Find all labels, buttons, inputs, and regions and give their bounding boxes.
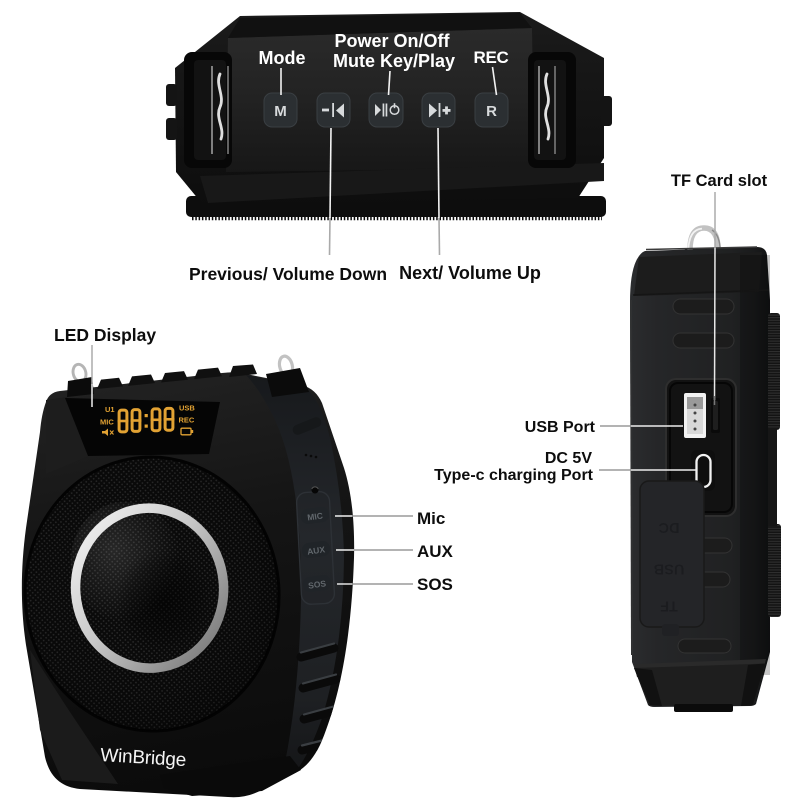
svg-text:Next/ Volume Up: Next/ Volume Up — [399, 263, 541, 283]
svg-text:MIC: MIC — [100, 418, 114, 427]
svg-text:R: R — [486, 103, 497, 120]
svg-text:Previous/ Volume Down: Previous/ Volume Down — [189, 264, 387, 284]
svg-text:Mute Key/Play: Mute Key/Play — [333, 51, 455, 71]
svg-text:DC: DC — [658, 519, 679, 535]
svg-text:USB: USB — [179, 404, 195, 413]
svg-text:Power On/Off: Power On/Off — [334, 31, 450, 51]
svg-text:REC: REC — [179, 416, 195, 425]
svg-text:TF: TF — [660, 598, 678, 614]
svg-text:USB: USB — [654, 561, 685, 577]
svg-text:TF: TF — [660, 598, 678, 614]
svg-text:REC: REC — [474, 48, 509, 67]
svg-text:AUX: AUX — [306, 544, 325, 556]
svg-text:USB Port: USB Port — [525, 419, 596, 436]
svg-text:WinBridge: WinBridge — [100, 745, 187, 771]
svg-text:MIC: MIC — [307, 510, 324, 522]
svg-text:LED Display: LED Display — [54, 325, 156, 345]
svg-text:SOS: SOS — [307, 578, 326, 590]
svg-text:Mic: Mic — [417, 509, 445, 528]
svg-text:M: M — [274, 103, 287, 120]
svg-text:DC: DC — [658, 519, 679, 535]
svg-text:AUX: AUX — [417, 542, 454, 561]
svg-text:SOS: SOS — [417, 575, 453, 594]
svg-text:DC 5V: DC 5V — [545, 450, 592, 467]
svg-text:U1: U1 — [105, 405, 115, 414]
svg-text:Mode: Mode — [259, 48, 306, 68]
svg-text:TF Card slot: TF Card slot — [671, 172, 768, 190]
svg-text:USB: USB — [654, 561, 685, 577]
svg-text:Type-c charging Port: Type-c charging Port — [434, 467, 594, 484]
